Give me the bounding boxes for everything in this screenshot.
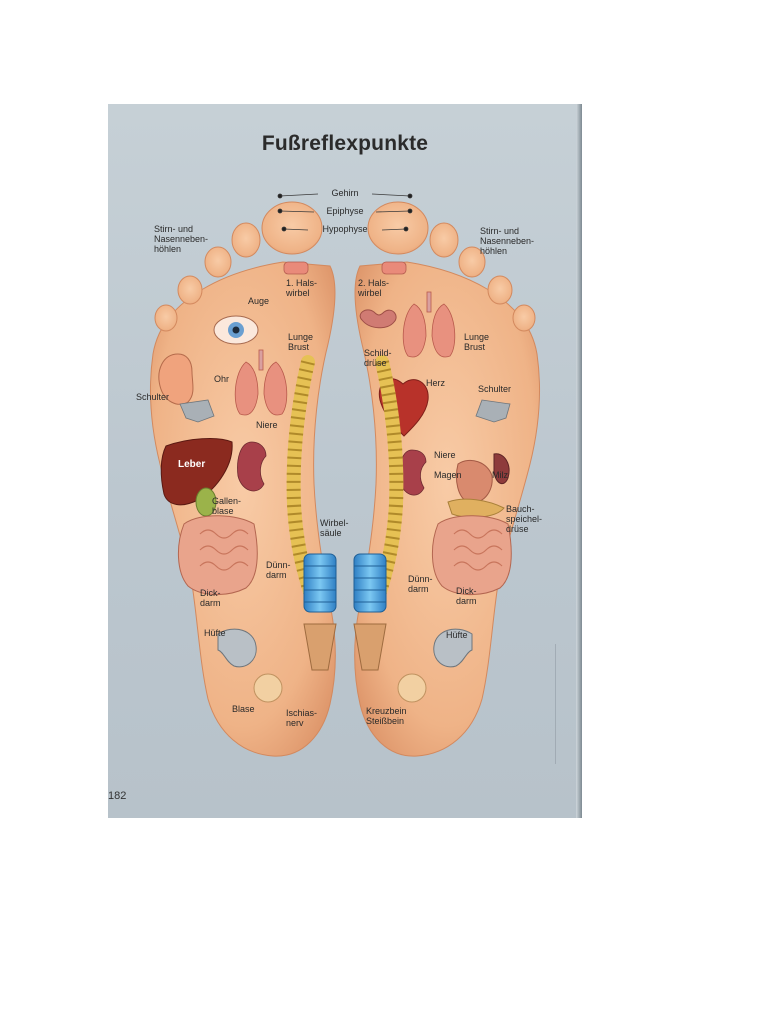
ear-illustration xyxy=(158,353,194,405)
page-edge-shadow xyxy=(576,104,582,818)
label-halswirbel-2: 2. Hals- wirbel xyxy=(358,278,390,298)
page-title: Fußreflexpunkte xyxy=(261,132,429,155)
label-duenndarm-left: Dünn- darm xyxy=(266,560,291,580)
small-intestine-coils xyxy=(199,529,503,571)
label-ischiasnerv: Ischias- nerv xyxy=(286,708,318,728)
thyroid-illustration xyxy=(359,309,397,329)
sacrum-illustration xyxy=(303,623,387,671)
label-epiphyse: Epiphyse xyxy=(326,206,364,216)
intestine-illustrations xyxy=(177,515,512,596)
stomach-spleen-pancreas xyxy=(447,453,510,518)
cervical-vertebra-icons xyxy=(283,261,407,275)
label-lunge-left: Lunge Brust xyxy=(288,332,314,352)
label-herz: Herz xyxy=(426,378,446,388)
label-niere-right: Niere xyxy=(434,450,456,460)
label-kreuzbein: Kreuzbein Steißbein xyxy=(366,706,407,726)
brain-leader-lines xyxy=(277,193,413,232)
label-dickdarm-left: Dick- darm xyxy=(200,588,221,608)
label-halswirbel-1: 1. Hals- wirbel xyxy=(286,278,318,298)
label-hypophyse: Hypophyse xyxy=(322,224,368,234)
label-auge: Auge xyxy=(248,296,270,306)
page-number: 182 xyxy=(108,790,127,802)
kidney-illustrations xyxy=(237,441,427,496)
label-schilddruese: Schild- drüse xyxy=(364,348,392,368)
lumbar-vertebrae xyxy=(303,553,387,613)
book-page: Fußreflexpunkte xyxy=(108,104,582,818)
label-leber: Leber xyxy=(178,459,206,470)
label-huefte-left: Hüfte xyxy=(204,628,226,638)
label-stirn-left: Stirn- und Nasenneben- höhlen xyxy=(154,224,209,254)
label-gehirn: Gehirn xyxy=(331,188,359,198)
hip-joint-icons xyxy=(217,628,473,668)
page-margin-line xyxy=(555,644,564,764)
label-wirbelsaeule: Wirbel- säule xyxy=(320,518,349,538)
shoulder-joint-icons xyxy=(179,399,511,423)
label-dickdarm-right: Dick- darm xyxy=(456,586,477,606)
foot-reflexology-illustration xyxy=(149,193,541,757)
lungs-illustration-left xyxy=(234,349,288,416)
lungs-illustration-right xyxy=(402,291,456,358)
label-duenndarm-right: Dünn- darm xyxy=(408,574,433,594)
eye-illustration xyxy=(213,315,259,345)
left-foot xyxy=(149,201,336,757)
label-blase: Blase xyxy=(232,704,255,714)
label-stirn-right: Stirn- und Nasenneben- höhlen xyxy=(480,226,535,256)
label-lunge-right: Lunge Brust xyxy=(464,332,490,352)
label-gallenblase: Gallen- blase xyxy=(212,496,242,516)
label-niere-left: Niere xyxy=(256,420,278,430)
label-huefte-right: Hüfte xyxy=(446,630,468,640)
label-schulter-left: Schulter xyxy=(136,392,170,402)
label-milz: Milz xyxy=(492,470,508,480)
label-bauchspeicheldruese: Bauch- speichel- drüse xyxy=(506,504,543,534)
label-schulter-right: Schulter xyxy=(478,384,512,394)
label-ohr: Ohr xyxy=(214,374,230,384)
bladder-illustration xyxy=(253,673,427,703)
label-magen: Magen xyxy=(434,470,462,480)
